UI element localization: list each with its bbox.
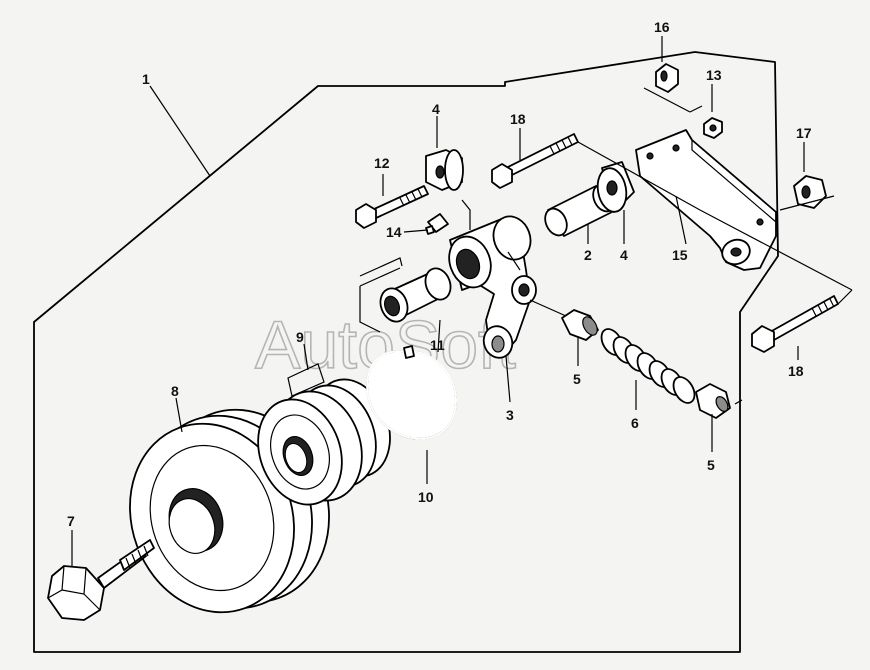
nut-13 [703, 117, 723, 139]
bracket [635, 129, 777, 271]
spring [600, 328, 696, 404]
bolt-18-upper [491, 133, 579, 189]
callout-8: 8 [171, 383, 179, 399]
washer-right [596, 161, 635, 213]
callout-18-upper: 18 [510, 111, 526, 127]
callout-4-right: 4 [620, 247, 628, 263]
leader-lines [71, 36, 853, 566]
spring-seat-lower [695, 383, 731, 419]
callout-4-left: 4 [432, 101, 440, 117]
callout-13: 13 [706, 67, 722, 83]
assembly-boundary [33, 51, 779, 653]
callout-3: 3 [506, 407, 514, 423]
callout-16: 16 [654, 19, 670, 35]
callout-6: 6 [631, 415, 639, 431]
pulley-bolt [47, 539, 155, 621]
callout-18-lower: 18 [788, 363, 804, 379]
bearing [257, 378, 391, 506]
callout-1: 1 [142, 71, 150, 87]
callout-12: 12 [374, 155, 390, 171]
washer-left [425, 149, 464, 191]
spring-seat-upper [561, 309, 599, 341]
bolt-12 [355, 185, 429, 229]
callout-15: 15 [672, 247, 688, 263]
callout-labels: 1 2 3 4 4 5 5 6 7 8 9 10 11 12 13 14 15 … [67, 19, 812, 529]
callout-9: 9 [296, 329, 304, 345]
callout-10: 10 [418, 489, 434, 505]
callout-17: 17 [796, 125, 812, 141]
callout-11: 11 [430, 337, 445, 353]
callout-5-upper: 5 [573, 371, 581, 387]
callout-2: 2 [584, 247, 592, 263]
callout-7: 7 [67, 513, 75, 529]
bolt-18-lower [751, 295, 839, 353]
callout-14: 14 [386, 224, 402, 240]
bushing [359, 267, 452, 333]
snap-ring [366, 345, 457, 440]
tensioner-arm [448, 215, 537, 359]
grease-fitting [425, 213, 449, 235]
pulley [129, 408, 330, 614]
washer-17 [793, 175, 827, 209]
washer-16 [655, 63, 679, 93]
callout-5-lower: 5 [707, 457, 715, 473]
